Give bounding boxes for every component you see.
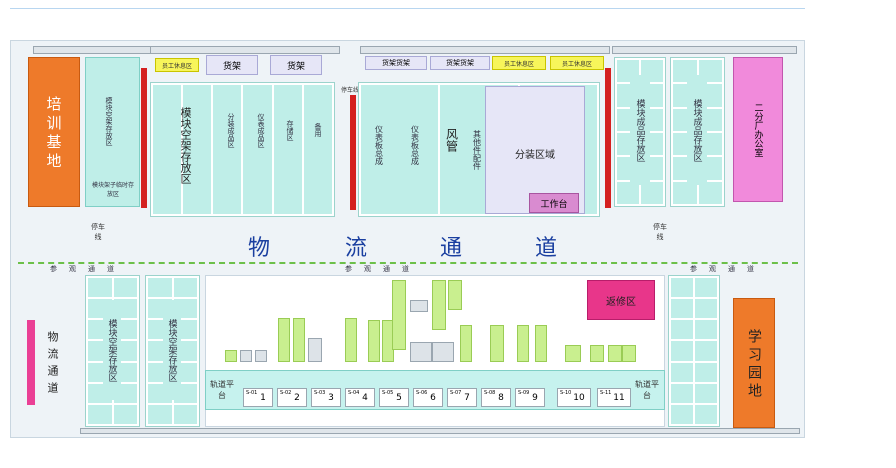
material-stand-23 [622,345,636,362]
track-platform-label-right: 轨道平台 [635,380,659,400]
dashboard-assembly-2: 仪表板总成 [410,125,420,165]
material-stand-20 [565,345,581,362]
cargo-rack-label-2: 货架 [270,55,322,75]
rack-temp-label: 模块架子临时存放区 [91,182,134,198]
material-stand-11 [410,300,428,312]
lower-module-rack-label-2: 模块空架存放区 [163,300,181,400]
material-stand-6 [308,338,322,362]
material-stand-4 [278,318,290,362]
packing-zone [485,86,585,214]
red-barrier-mid [350,95,356,210]
left-logistics-road: 物流通道 [46,331,59,393]
material-stand-16 [460,325,472,362]
module-product-label-1: 模块成品存放区 [630,75,650,185]
left-road-pink-bar [27,320,35,405]
shelf-label-1: 分装成品区 [227,112,235,148]
top-shelf-1: 货架货架 [365,56,427,70]
module-empty-rack-small-label: 模块空架存放区 [105,96,113,146]
top-wall-right [360,46,610,54]
track-platform-label-left: 轨道平台 [210,380,234,400]
green-dashed-line [18,262,798,264]
top-wall-mid [150,46,340,54]
material-stand-10 [392,280,406,350]
lower-module-rack-label-1: 模块空架存放区 [103,300,121,400]
study-garden: 学习园地 [733,298,775,428]
staff-rest-area-1: 员工休息区 [155,58,199,72]
top-wall-left [33,46,153,54]
dashboard-assembly-1: 仪表板总成 [374,125,384,165]
material-stand-8 [368,320,380,362]
cargo-rack-label-1: 货架 [206,55,258,75]
walkway-label-right: 参观通道 [690,265,766,273]
module-product-label-2: 模块成品存放区 [687,75,707,185]
logistics-road-char-3: 通 [440,236,465,261]
walkway-label-left: 参观通道 [50,265,126,273]
office: 二分厂办公室 [733,57,783,202]
rack-temp-area: 模块空架存放区 模块架子临时存放区 [85,57,140,207]
shelf-label-2: 仪表成品区 [257,112,265,148]
material-stand-13 [432,280,446,330]
walkway-label-mid: 参观通道 [345,265,421,273]
material-stand-22 [608,345,622,362]
bottom-wall [80,428,800,434]
staff-rest-area-2: 员工休息区 [492,56,546,70]
shelf-label-3: 存储区 [286,119,294,141]
other-parts-label: 其他件配件 [472,130,482,170]
module-empty-rack-label: 模块空架存放区 [179,106,192,184]
lower-right-module-rack [668,275,720,427]
logistics-road-char-1: 物 [248,236,273,261]
shelf-label-4: 备用 [314,123,322,137]
material-stand-14 [448,280,462,310]
material-stand-18 [517,325,529,362]
material-stand-5 [293,318,305,362]
red-barrier-left [141,68,147,208]
training-base: 培训基地 [28,57,80,207]
stop-line-top: 停车线 [340,86,359,94]
logistics-road-char-2: 流 [345,236,370,261]
top-wall-far-right [612,46,797,54]
material-stand-17 [490,325,504,362]
top-shelf-2: 货架货架 [430,56,490,70]
red-barrier-right [605,68,611,208]
repair-area: 返修区 [587,280,655,320]
material-stand-15 [432,342,454,362]
material-stand-1 [225,350,237,362]
module-empty-rack-zone [150,82,335,217]
material-stand-21 [590,345,604,362]
material-stand-2 [240,350,252,362]
top-divider [10,8,805,9]
stop-line-right: 停车线 [653,223,667,241]
packing-zone-label: 分装区域 [515,149,555,161]
duct-label: 风管 [444,128,459,152]
staff-rest-area-3: 员工休息区 [550,56,604,70]
stop-line-left: 停车线 [91,223,105,241]
material-stand-7 [345,318,357,362]
material-stand-12 [410,342,432,362]
material-stand-19 [535,325,547,362]
logistics-road-char-4: 道 [535,236,560,261]
material-stand-3 [255,350,267,362]
workbench: 工作台 [529,193,579,213]
